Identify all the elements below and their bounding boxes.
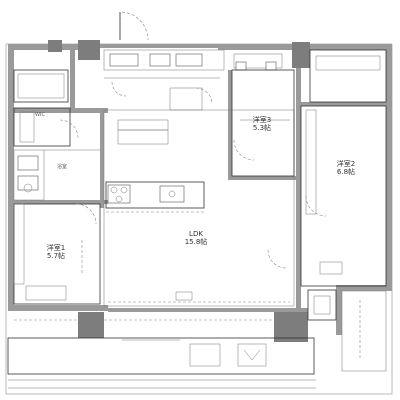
room-name: 洋室1 bbox=[47, 243, 65, 252]
room-ne bbox=[309, 49, 387, 103]
room-size: 15.8帖 bbox=[185, 237, 208, 246]
room-name: 洋室3 bbox=[253, 115, 271, 124]
room-name: 洋室2 bbox=[337, 159, 355, 168]
meter-box bbox=[307, 289, 337, 321]
room-size: 5.7帖 bbox=[47, 251, 65, 260]
room-name: 浴室 bbox=[57, 163, 67, 170]
bath-label: 浴室 bbox=[57, 163, 67, 170]
room-east bbox=[300, 105, 387, 287]
outdoor-unit bbox=[189, 343, 221, 367]
room-size: 5.3帖 bbox=[253, 123, 271, 132]
storage-top bbox=[103, 49, 283, 97]
side-balcony bbox=[307, 289, 387, 372]
walls bbox=[8, 40, 392, 342]
sink bbox=[159, 185, 185, 203]
storage-box bbox=[237, 343, 267, 367]
room-name: WIC bbox=[35, 112, 45, 118]
wic-label: WIC bbox=[35, 112, 45, 118]
kitchen-counter bbox=[105, 181, 205, 209]
entrance-door bbox=[119, 11, 149, 41]
room-name: LDK bbox=[189, 230, 203, 238]
room-size: 6.8帖 bbox=[337, 167, 355, 176]
room-north bbox=[231, 69, 295, 177]
room-west bbox=[13, 203, 101, 305]
room-ldk bbox=[103, 87, 295, 307]
bath-area bbox=[13, 69, 100, 201]
balcony bbox=[7, 319, 316, 389]
stove bbox=[107, 184, 131, 204]
